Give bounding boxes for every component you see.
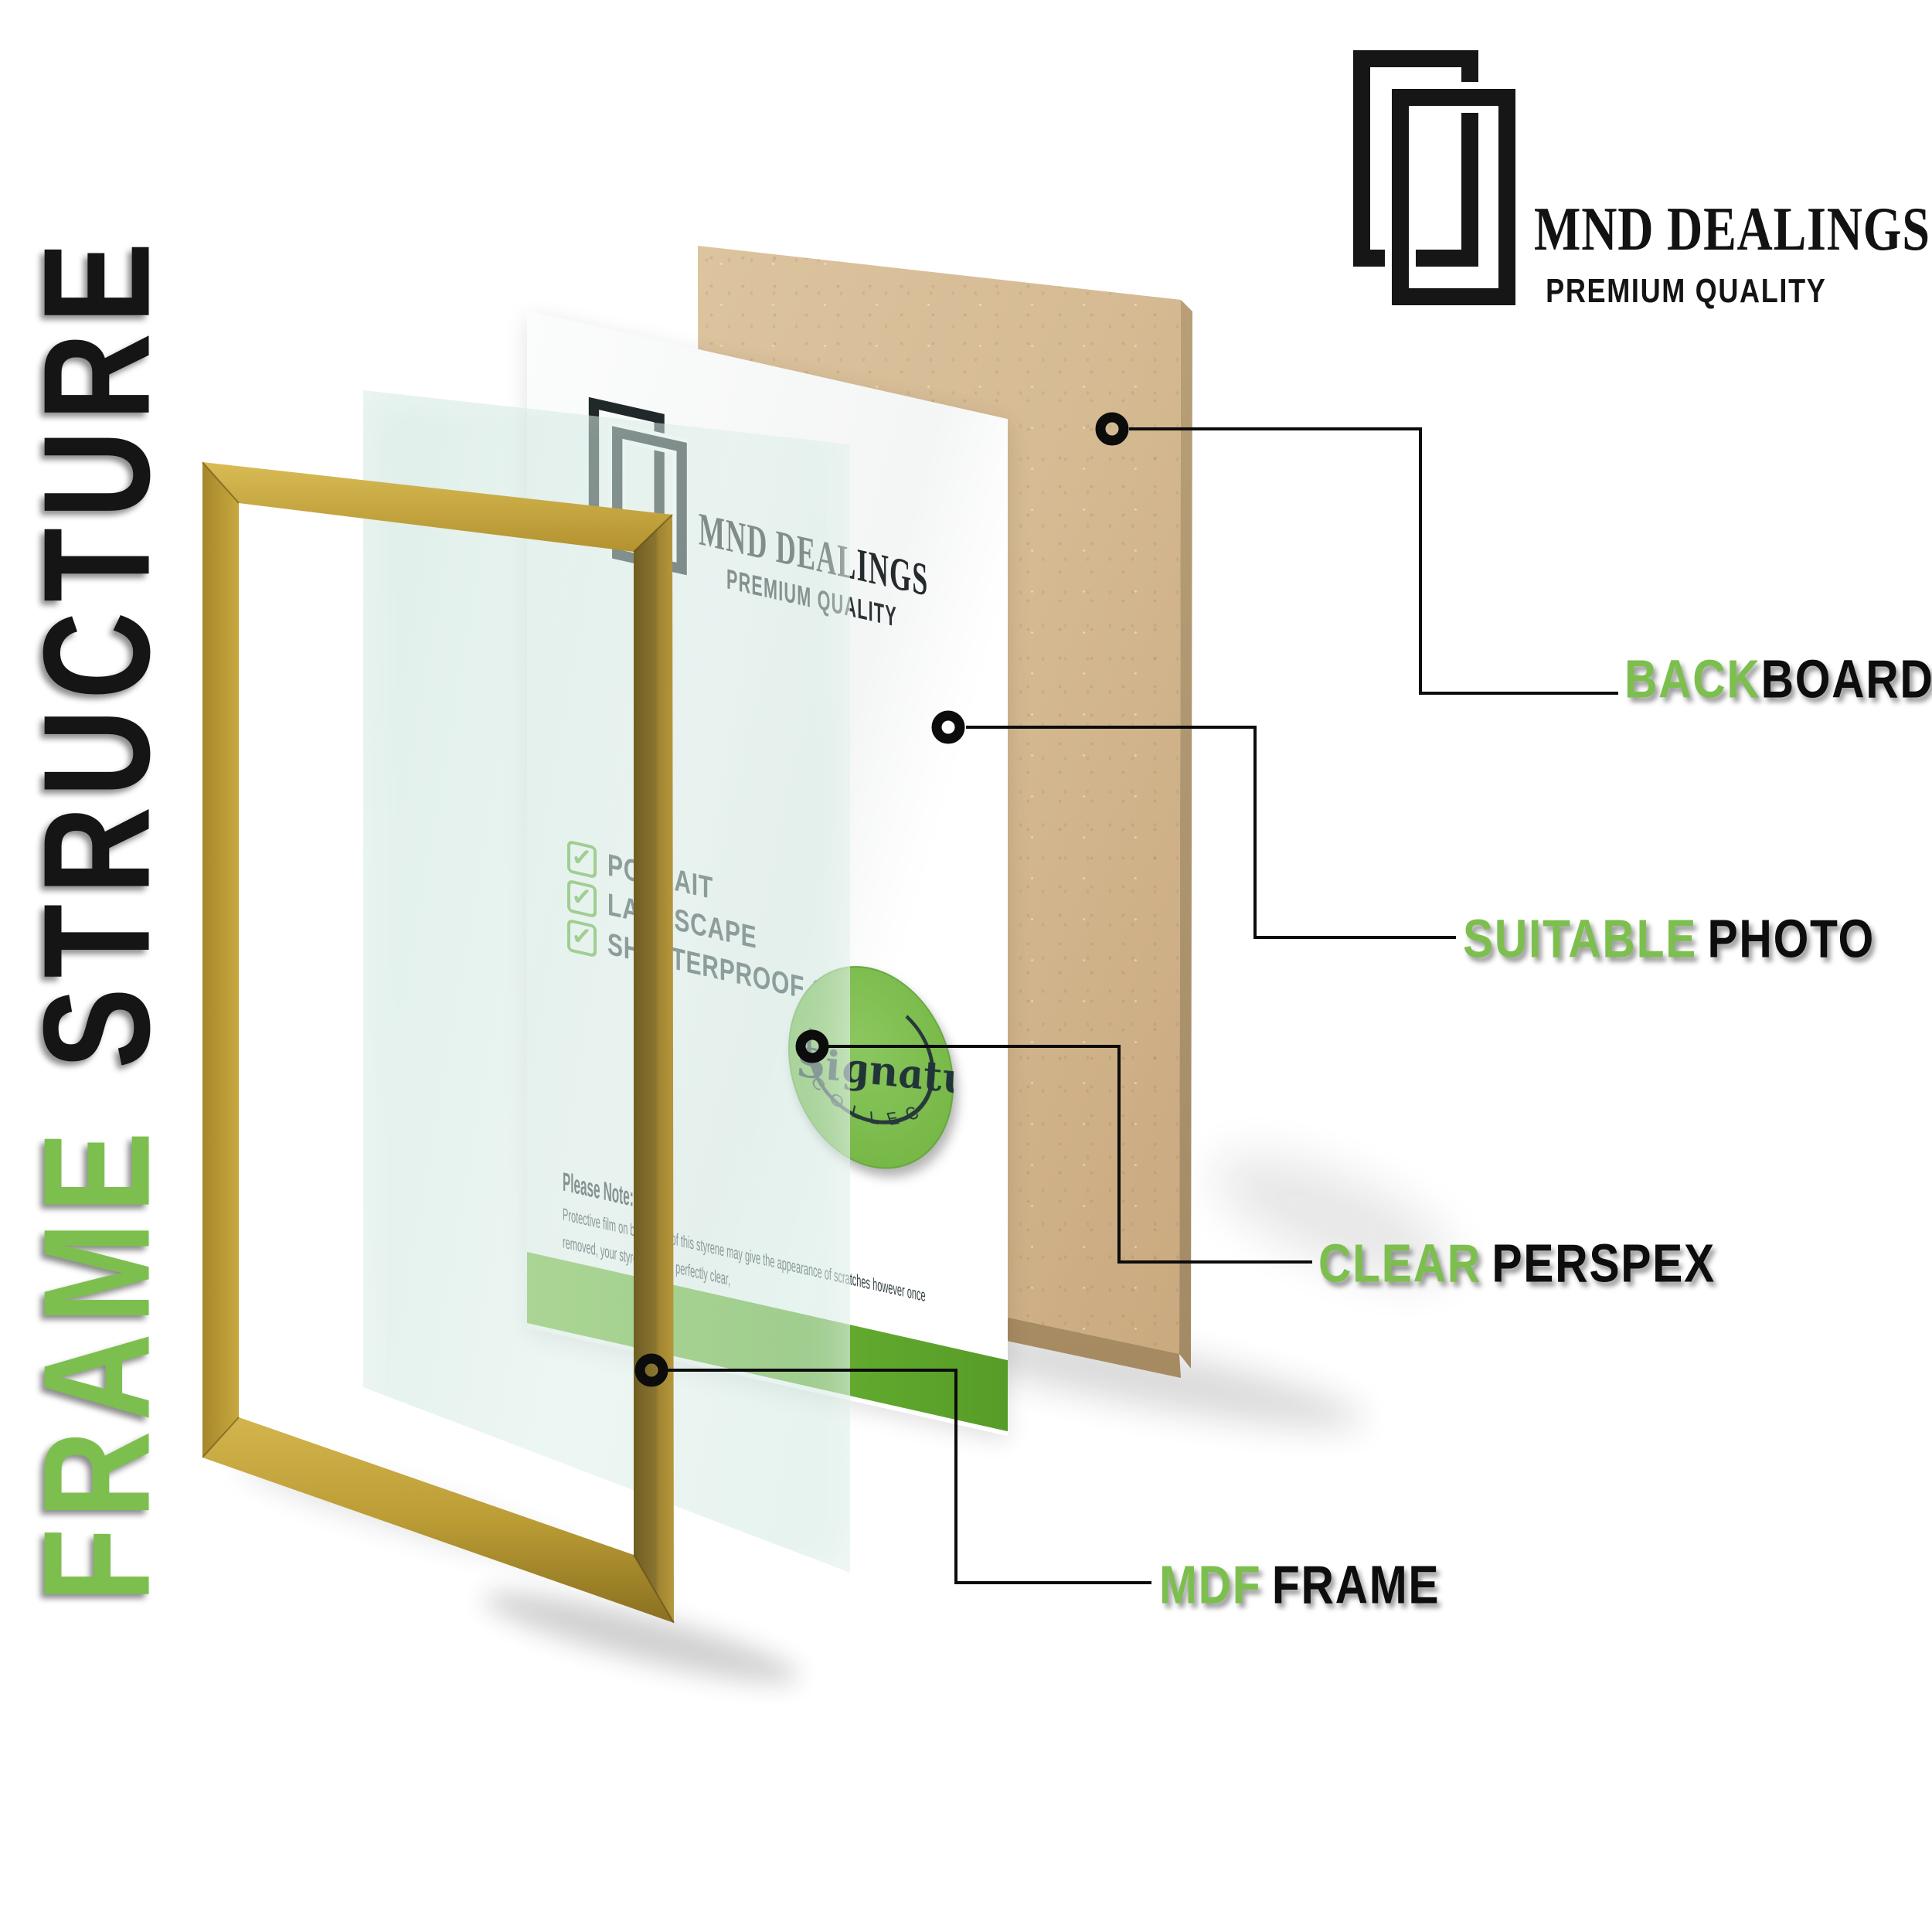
- mdf-frame-connector-line: [668, 1369, 1151, 1584]
- page-title: FRAME STRUCTURE: [12, 218, 182, 1617]
- frame-right-bar: [634, 515, 674, 1623]
- title-word-frame: FRAME: [12, 1121, 182, 1603]
- backboard-label: BACKBOARD: [1624, 648, 1932, 709]
- brand-logo-icon: [1353, 50, 1517, 307]
- brand-tagline: PREMIUM QUALITY: [1546, 272, 1827, 310]
- suitable-photo-marker-icon: [931, 710, 965, 744]
- clear-perspex-marker-icon: [795, 1029, 829, 1063]
- backboard-marker-icon: [1095, 412, 1129, 446]
- backboard-connector-line: [1129, 427, 1618, 695]
- frame-top-bar: [202, 462, 672, 552]
- clear-perspex-sheet: [363, 390, 850, 1573]
- frame-bottom-bar: [202, 1417, 674, 1623]
- title-word-structure: STRUCTURE: [12, 232, 182, 1069]
- gold-frame: [202, 461, 675, 1624]
- suitable-photo-connector-line: [966, 726, 1456, 939]
- mdf-backboard-right-edge: [1179, 300, 1192, 1369]
- clear-perspex-connector-line: [828, 1045, 1312, 1264]
- brand-title: MND DEALINGS: [1534, 196, 1930, 264]
- mdf-frame-marker-icon: [634, 1353, 668, 1387]
- frame-left-bar: [202, 462, 239, 1458]
